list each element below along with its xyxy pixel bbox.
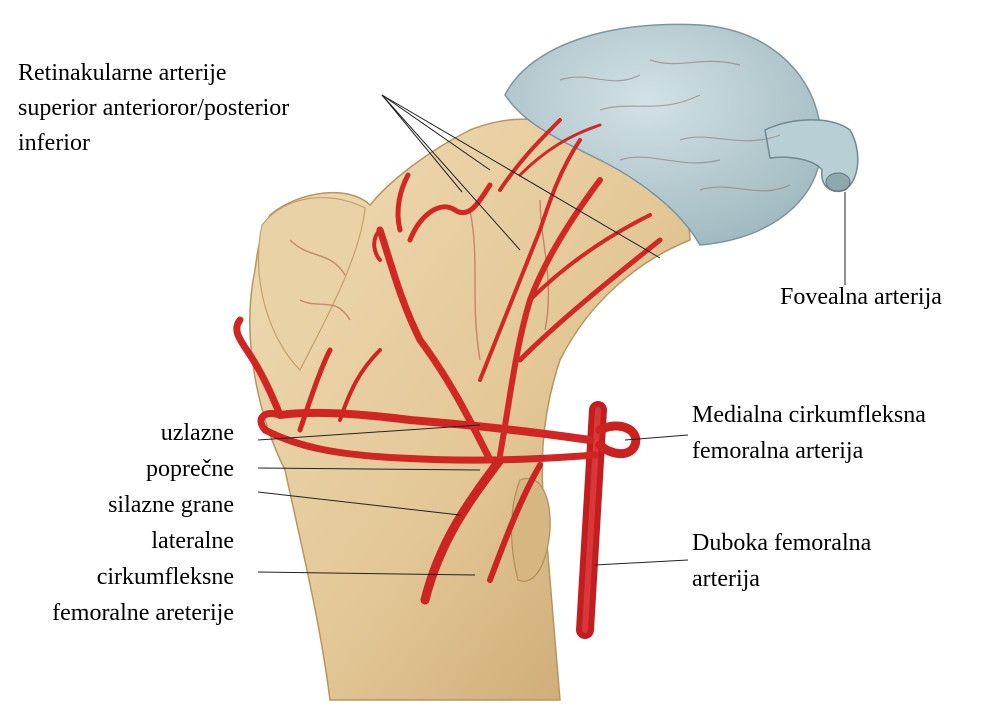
label-medial-circumflex-1: Medialna cirkumfleksna <box>692 400 926 430</box>
label-foveal-artery: Fovealna arterija <box>780 282 942 312</box>
label-retinacular-3: inferior <box>18 128 90 152</box>
label-retinacular-2: superior anterioror/posterior <box>18 93 289 123</box>
label-transverse: poprečne <box>146 454 234 484</box>
label-retinacular-1: Retinakularne arterije <box>18 58 227 88</box>
label-medial-circumflex-2: femoralna arterija <box>692 436 863 466</box>
label-deep-femoral-1: Duboka femoralna <box>692 528 871 558</box>
label-lateral-3: femoralne areterije <box>52 598 234 628</box>
label-lateral-2: cirkumfleksne <box>97 562 234 592</box>
label-descending: silazne grane <box>108 490 234 520</box>
label-ascending: uzlazne <box>161 418 234 448</box>
label-lateral-1: lateralne <box>151 526 234 556</box>
label-deep-femoral-2: arterija <box>692 564 760 594</box>
